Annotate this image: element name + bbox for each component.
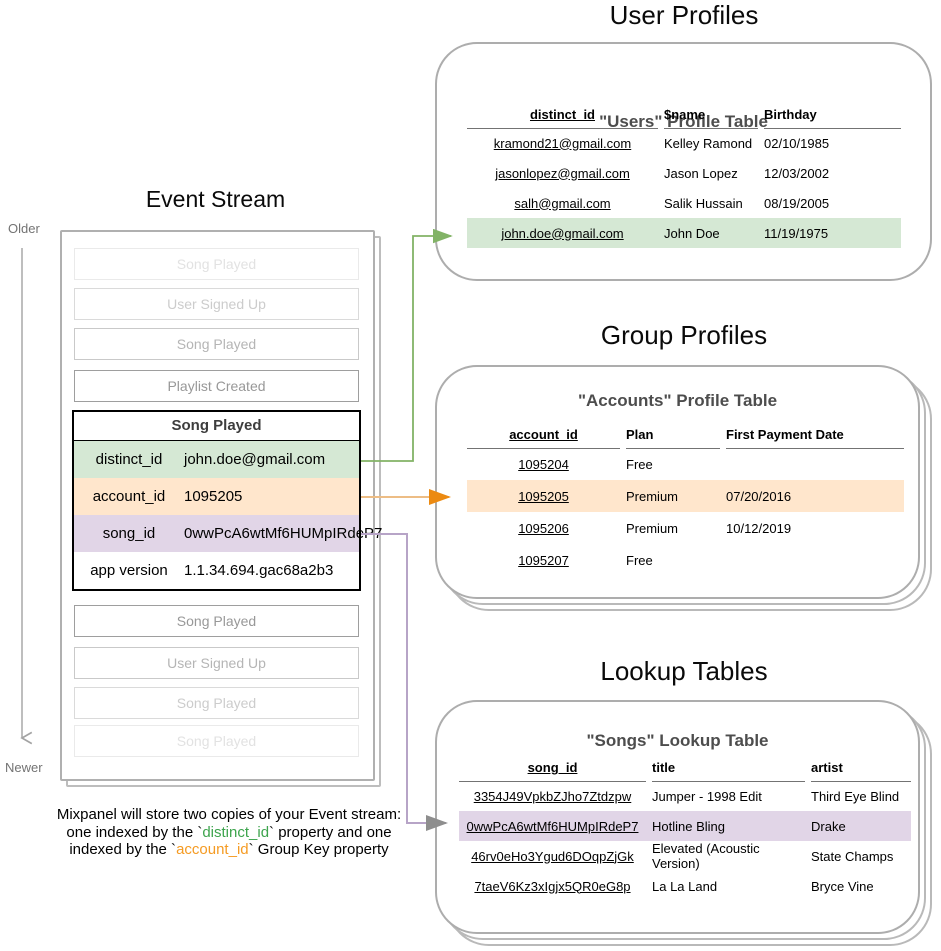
older-label: Older [8,221,40,236]
distinct-id-accent: distinct_id [202,823,270,841]
caption-line-1: Mixpanel will store two copies of your E… [56,806,402,823]
property-row-account-id: account_id 1095205 [74,478,359,515]
property-value: 1095205 [184,488,243,505]
newer-label: Newer [5,760,43,775]
account-id-accent: account_id [176,841,249,858]
table-row-highlighted: john.doe@gmail.com John Doe 11/19/1975 [467,218,901,248]
table-row: kramond21@gmail.com Kelley Ramond 02/10/… [493,135,830,151]
property-row-app-version: app version 1.1.34.694.gac68a2b3 [74,552,359,589]
users-table-header: distinct_id $name Birthday [467,102,901,129]
users-table-title: "Users" Profile Table [599,112,768,131]
table-row: jasonlopez@gmail.com Jason Lopez 12/03/2… [495,165,830,181]
property-key: account_id [92,488,166,505]
property-key: distinct_id [95,451,163,468]
table-row-highlighted: 0wwPcA6wtMf6HUMpIRdeP7 Hotline Bling Dra… [459,811,911,841]
accounts-profile-card: "Accounts" Profile Table account_id Plan… [435,365,920,599]
table-row: 1095206 Premium 10/12/2019 [518,520,792,536]
event-item: Song Played [74,605,359,637]
event-item: User Signed Up [74,647,359,679]
property-value: john.doe@gmail.com [184,451,326,468]
event-item: Song Played [74,248,359,280]
property-row-song-id: song_id 0wwPcA6wtMf6HUMpIRdeP7 [74,515,382,552]
property-row-distinct-id: distinct_id john.doe@gmail.com [74,441,359,478]
table-row: 46rv0eHo3Ygud6DOqpZjGk Elevated (Acousti… [471,841,894,871]
property-key: app version [90,562,168,579]
accounts-table-title: "Accounts" Profile Table [577,391,778,410]
table-row: 7taeV6Kz3xIgjx5QR0eG8p La La Land Bryce … [474,878,874,894]
table-row: 1095204 Free [518,456,653,472]
expanded-event-card: Song Played distinct_id john.doe@gmail.c… [72,410,382,591]
caption-line-2: one indexed by the `distinct_id` propert… [66,823,392,841]
table-row: 1095207 Free [518,552,653,568]
event-item: Song Played [74,328,359,360]
event-item: Song Played [74,725,359,757]
songs-lookup-card: "Songs" Lookup Table song_id title artis… [435,700,920,934]
accounts-table-header: account_id Plan First Payment Date [467,422,904,449]
event-stream-title: Event Stream [145,186,286,212]
lookup-tables-title: Lookup Tables [600,656,768,686]
table-row-highlighted: 1095205 Premium 07/20/2016 [467,480,904,512]
songs-table: song_id title artist 3354J49VpkbZJho7Ztd… [459,755,911,901]
event-item: User Signed Up [74,288,359,320]
songs-table-title: "Songs" Lookup Table [586,731,769,750]
property-value: 1.1.34.694.gac68a2b3 [184,562,334,579]
caption-line-3: indexed by the `account_id` Group Key pr… [69,841,389,858]
accounts-table: account_id Plan First Payment Date 10952… [467,422,904,576]
property-value: 0wwPcA6wtMf6HUMpIRdeP7 [184,525,383,542]
footnote-caption: Mixpanel will store two copies of your E… [30,806,428,859]
event-stream-box: Song Played User Signed Up Song Played P… [60,230,382,781]
table-row: 3354J49VpkbZJho7Ztdzpw Jumper - 1998 Edi… [473,788,900,804]
property-key: song_id [102,525,156,542]
user-profiles-title: User Profiles [609,0,759,30]
event-item: Song Played [74,687,359,719]
table-row: salh@gmail.com Salik Hussain 08/19/2005 [514,195,830,211]
users-table: distinct_id $name Birthday kramond21@gma… [467,102,901,248]
event-item: Playlist Created [74,370,359,402]
expanded-event-title: Song Played [74,412,359,441]
songs-table-header: song_id title artist [459,755,911,782]
users-profile-card: "Users" Profile Table distinct_id $name … [435,42,932,281]
group-profiles-title: Group Profiles [600,320,768,350]
